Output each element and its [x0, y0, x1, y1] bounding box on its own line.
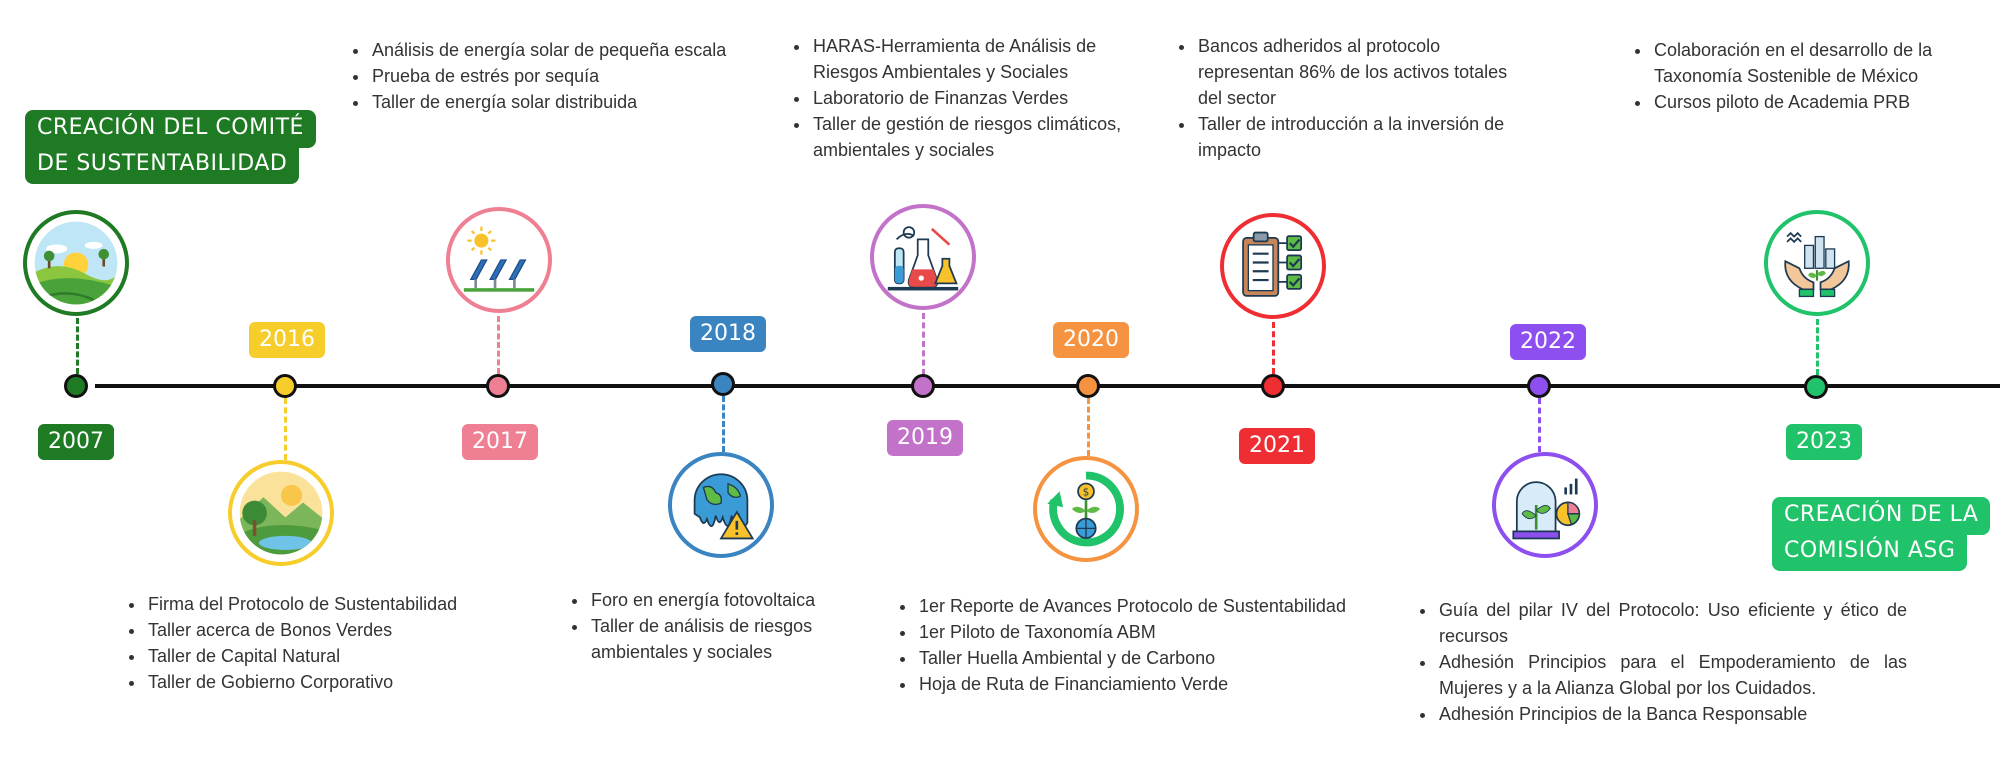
connector-2019 — [922, 313, 925, 375]
milestone-circle-2019 — [870, 204, 976, 310]
banner-creacion-comite: CREACIÓN DEL COMITÉ DE SUSTENTABILIDAD — [25, 110, 316, 184]
list-item: Bancos adheridos al protocolo representa… — [1196, 33, 1536, 111]
list-item: Taller de introducción a la inversión de… — [1196, 111, 1536, 163]
checklist-clipboard-icon — [1242, 231, 1303, 297]
year-badge-2023: 2023 — [1786, 424, 1862, 460]
list-item: Taller de gestión de riesgos climáticos,… — [811, 111, 1151, 163]
list-item: Taller de energía solar distribuida — [370, 89, 745, 115]
milestone-circle-2023 — [1764, 210, 1870, 316]
milestone-list-2016: Firma del Protocolo de Sustentabilidad T… — [124, 591, 506, 695]
year-badge-2017: 2017 — [462, 424, 538, 460]
list-item: Taller acerca de Bonos Verdes — [146, 617, 506, 643]
plant-dome-chart-icon — [1512, 478, 1581, 540]
list-item: Adhesión Principios de la Banca Responsa… — [1437, 701, 1907, 727]
connector-2007 — [76, 318, 79, 374]
connector-2023 — [1816, 319, 1819, 375]
list-item: Taller de Capital Natural — [146, 643, 506, 669]
timeline-dot-2020 — [1076, 374, 1100, 398]
timeline-dot-2023 — [1804, 375, 1828, 399]
nature-lake-icon — [239, 471, 323, 555]
list-item: Análisis de energía solar de pequeña esc… — [370, 37, 745, 63]
milestone-list-2023: Colaboración en el desarrollo de la Taxo… — [1630, 37, 1992, 115]
milestone-circle-2017 — [446, 207, 552, 313]
year-badge-2021: 2021 — [1239, 428, 1315, 464]
year-badge-2018: 2018 — [690, 316, 766, 352]
milestone-list-2021: Bancos adheridos al protocolo representa… — [1174, 33, 1536, 163]
list-item: Laboratorio de Finanzas Verdes — [811, 85, 1151, 111]
milestone-circle-2022 — [1492, 452, 1598, 558]
timeline-dot-2019 — [911, 374, 935, 398]
connector-2017 — [497, 316, 500, 374]
timeline-dot-2017 — [486, 374, 510, 398]
list-item: Taller de Gobierno Corporativo — [146, 669, 506, 695]
connector-2020 — [1087, 398, 1090, 456]
year-badge-2022: 2022 — [1510, 324, 1586, 360]
list-item: Taller Huella Ambiental y de Carbono — [917, 645, 1352, 671]
banner-line-1: CREACIÓN DE LA — [1784, 502, 1979, 527]
melting-earth-warning-icon — [693, 473, 755, 540]
timeline-dot-2016 — [273, 374, 297, 398]
milestone-list-2020: 1er Reporte de Avances Protocolo de Sust… — [895, 593, 1352, 697]
list-item: Colaboración en el desarrollo de la Taxo… — [1652, 37, 1992, 89]
connector-2022 — [1538, 398, 1541, 452]
banner-line-2: COMISIÓN ASG — [1784, 538, 1956, 563]
timeline-dot-2021 — [1261, 374, 1285, 398]
list-item: HARAS-Herramienta de Análisis de Riesgos… — [811, 33, 1151, 85]
banner-creacion-comision: CREACIÓN DE LA COMISIÓN ASG — [1772, 497, 1991, 571]
connector-2016 — [284, 398, 287, 460]
connector-2021 — [1272, 322, 1275, 374]
timeline-dot-2007 — [64, 374, 88, 398]
list-item: Adhesión Principios para el Empoderamien… — [1437, 649, 1907, 701]
svg-text:$: $ — [1083, 486, 1090, 498]
list-item: 1er Piloto de Taxonomía ABM — [917, 619, 1352, 645]
list-item: Prueba de estrés por sequía — [370, 63, 745, 89]
green-growth-globe-icon: $ — [1047, 471, 1124, 547]
solar-panels-icon — [463, 226, 535, 292]
list-item: Cursos piloto de Academia PRB — [1652, 89, 1992, 115]
milestone-circle-2021 — [1220, 213, 1326, 319]
list-item: 1er Reporte de Avances Protocolo de Sust… — [917, 593, 1352, 619]
list-item: Foro en energía fotovoltaica — [589, 587, 889, 613]
list-item: Guía del pilar IV del Protocolo: Uso efi… — [1437, 597, 1907, 649]
year-badge-2020: 2020 — [1053, 322, 1129, 358]
banner-line-2: DE SUSTENTABILIDAD — [37, 151, 288, 176]
list-item: Hoja de Ruta de Financiamiento Verde — [917, 671, 1352, 697]
year-badge-2019: 2019 — [887, 420, 963, 456]
landscape-sun-icon — [34, 221, 118, 305]
milestone-circle-2020: $ — [1033, 456, 1139, 562]
milestone-circle-2016 — [228, 460, 334, 566]
timeline-dot-2022 — [1527, 374, 1551, 398]
milestone-list-2017: Análisis de energía solar de pequeña esc… — [348, 37, 745, 115]
list-item: Firma del Protocolo de Sustentabilidad — [146, 591, 506, 617]
milestone-circle-2018 — [668, 452, 774, 558]
year-badge-2007: 2007 — [38, 424, 114, 460]
milestone-list-2022: Guía del pilar IV del Protocolo: Uso efi… — [1415, 597, 1907, 727]
hands-city-plant-icon — [1784, 231, 1850, 298]
timeline-axis — [95, 384, 2000, 388]
milestone-list-2018: Foro en energía fotovoltaica Taller de a… — [567, 587, 889, 665]
connector-2018 — [722, 396, 725, 452]
milestone-circle-2007 — [23, 210, 129, 316]
milestone-list-2019: HARAS-Herramienta de Análisis de Riesgos… — [789, 33, 1151, 163]
list-item: Taller de análisis de riesgos ambientale… — [589, 613, 889, 665]
timeline-dot-2018 — [711, 372, 735, 396]
banner-line-1: CREACIÓN DEL COMITÉ — [37, 115, 304, 140]
year-badge-2016: 2016 — [249, 322, 325, 358]
laboratory-flasks-icon — [887, 226, 959, 291]
